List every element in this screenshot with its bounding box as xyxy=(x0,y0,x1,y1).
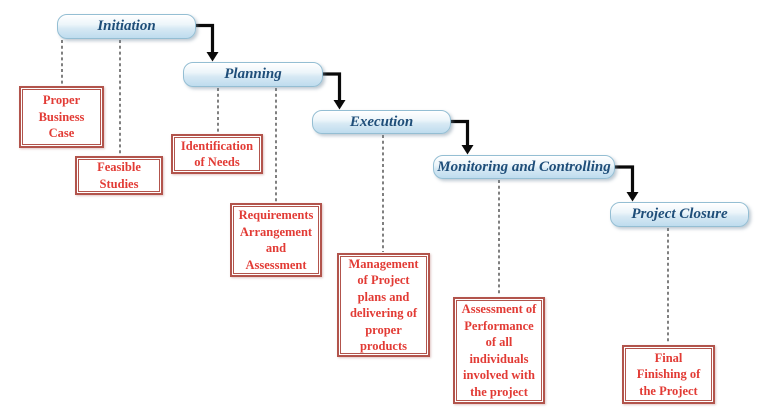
task-label: Proper Business Case xyxy=(22,89,101,145)
phase-execution: Execution xyxy=(312,110,451,134)
task-label: Feasible Studies xyxy=(78,159,160,192)
arrow-monitoring-to-closure xyxy=(615,165,635,193)
task-proper-business-case: Proper Business Case xyxy=(19,86,104,148)
task-assessment-of-performance: Assessment of Performance of all individ… xyxy=(453,297,545,404)
phase-project-closure: Project Closure xyxy=(610,202,749,227)
arrow-planning-to-execution xyxy=(323,72,342,101)
arrow-execution-to-monitoring xyxy=(451,119,470,146)
phase-label: Execution xyxy=(349,113,414,130)
task-final-finishing: Final Finishing of the Project xyxy=(622,345,715,404)
phase-monitoring-and-controlling: Monitoring and Controlling xyxy=(433,155,615,179)
arrow-initiation-to-planning xyxy=(196,23,215,53)
phase-label: Monitoring and Controlling xyxy=(437,158,611,175)
phase-label: Initiation xyxy=(97,18,156,34)
task-label: Assessment of Performance of all individ… xyxy=(456,300,542,401)
arrowhead-monitoring-to-closure xyxy=(626,192,639,202)
arrowhead-planning-to-execution xyxy=(333,100,346,110)
task-management-of-project-plans: Management of Project plans and deliveri… xyxy=(337,253,430,357)
task-requirements-arrangement-assessment: Requirements Arrangement and Assessment xyxy=(230,203,322,277)
task-feasible-studies: Feasible Studies xyxy=(75,156,163,195)
arrowhead-execution-to-monitoring xyxy=(461,145,474,155)
task-identification-of-needs: Identification of Needs xyxy=(171,134,263,174)
phase-planning: Planning xyxy=(183,62,323,87)
arrowhead-initiation-to-planning xyxy=(206,52,219,62)
phase-label: Project Closure xyxy=(631,206,728,222)
task-label: Requirements Arrangement and Assessment xyxy=(233,206,319,274)
task-label: Identification of Needs xyxy=(174,137,260,171)
phase-initiation: Initiation xyxy=(57,14,196,39)
task-label: Final Finishing of the Project xyxy=(625,348,712,401)
task-label: Management of Project plans and deliveri… xyxy=(340,256,427,354)
phase-label: Planning xyxy=(224,66,282,82)
